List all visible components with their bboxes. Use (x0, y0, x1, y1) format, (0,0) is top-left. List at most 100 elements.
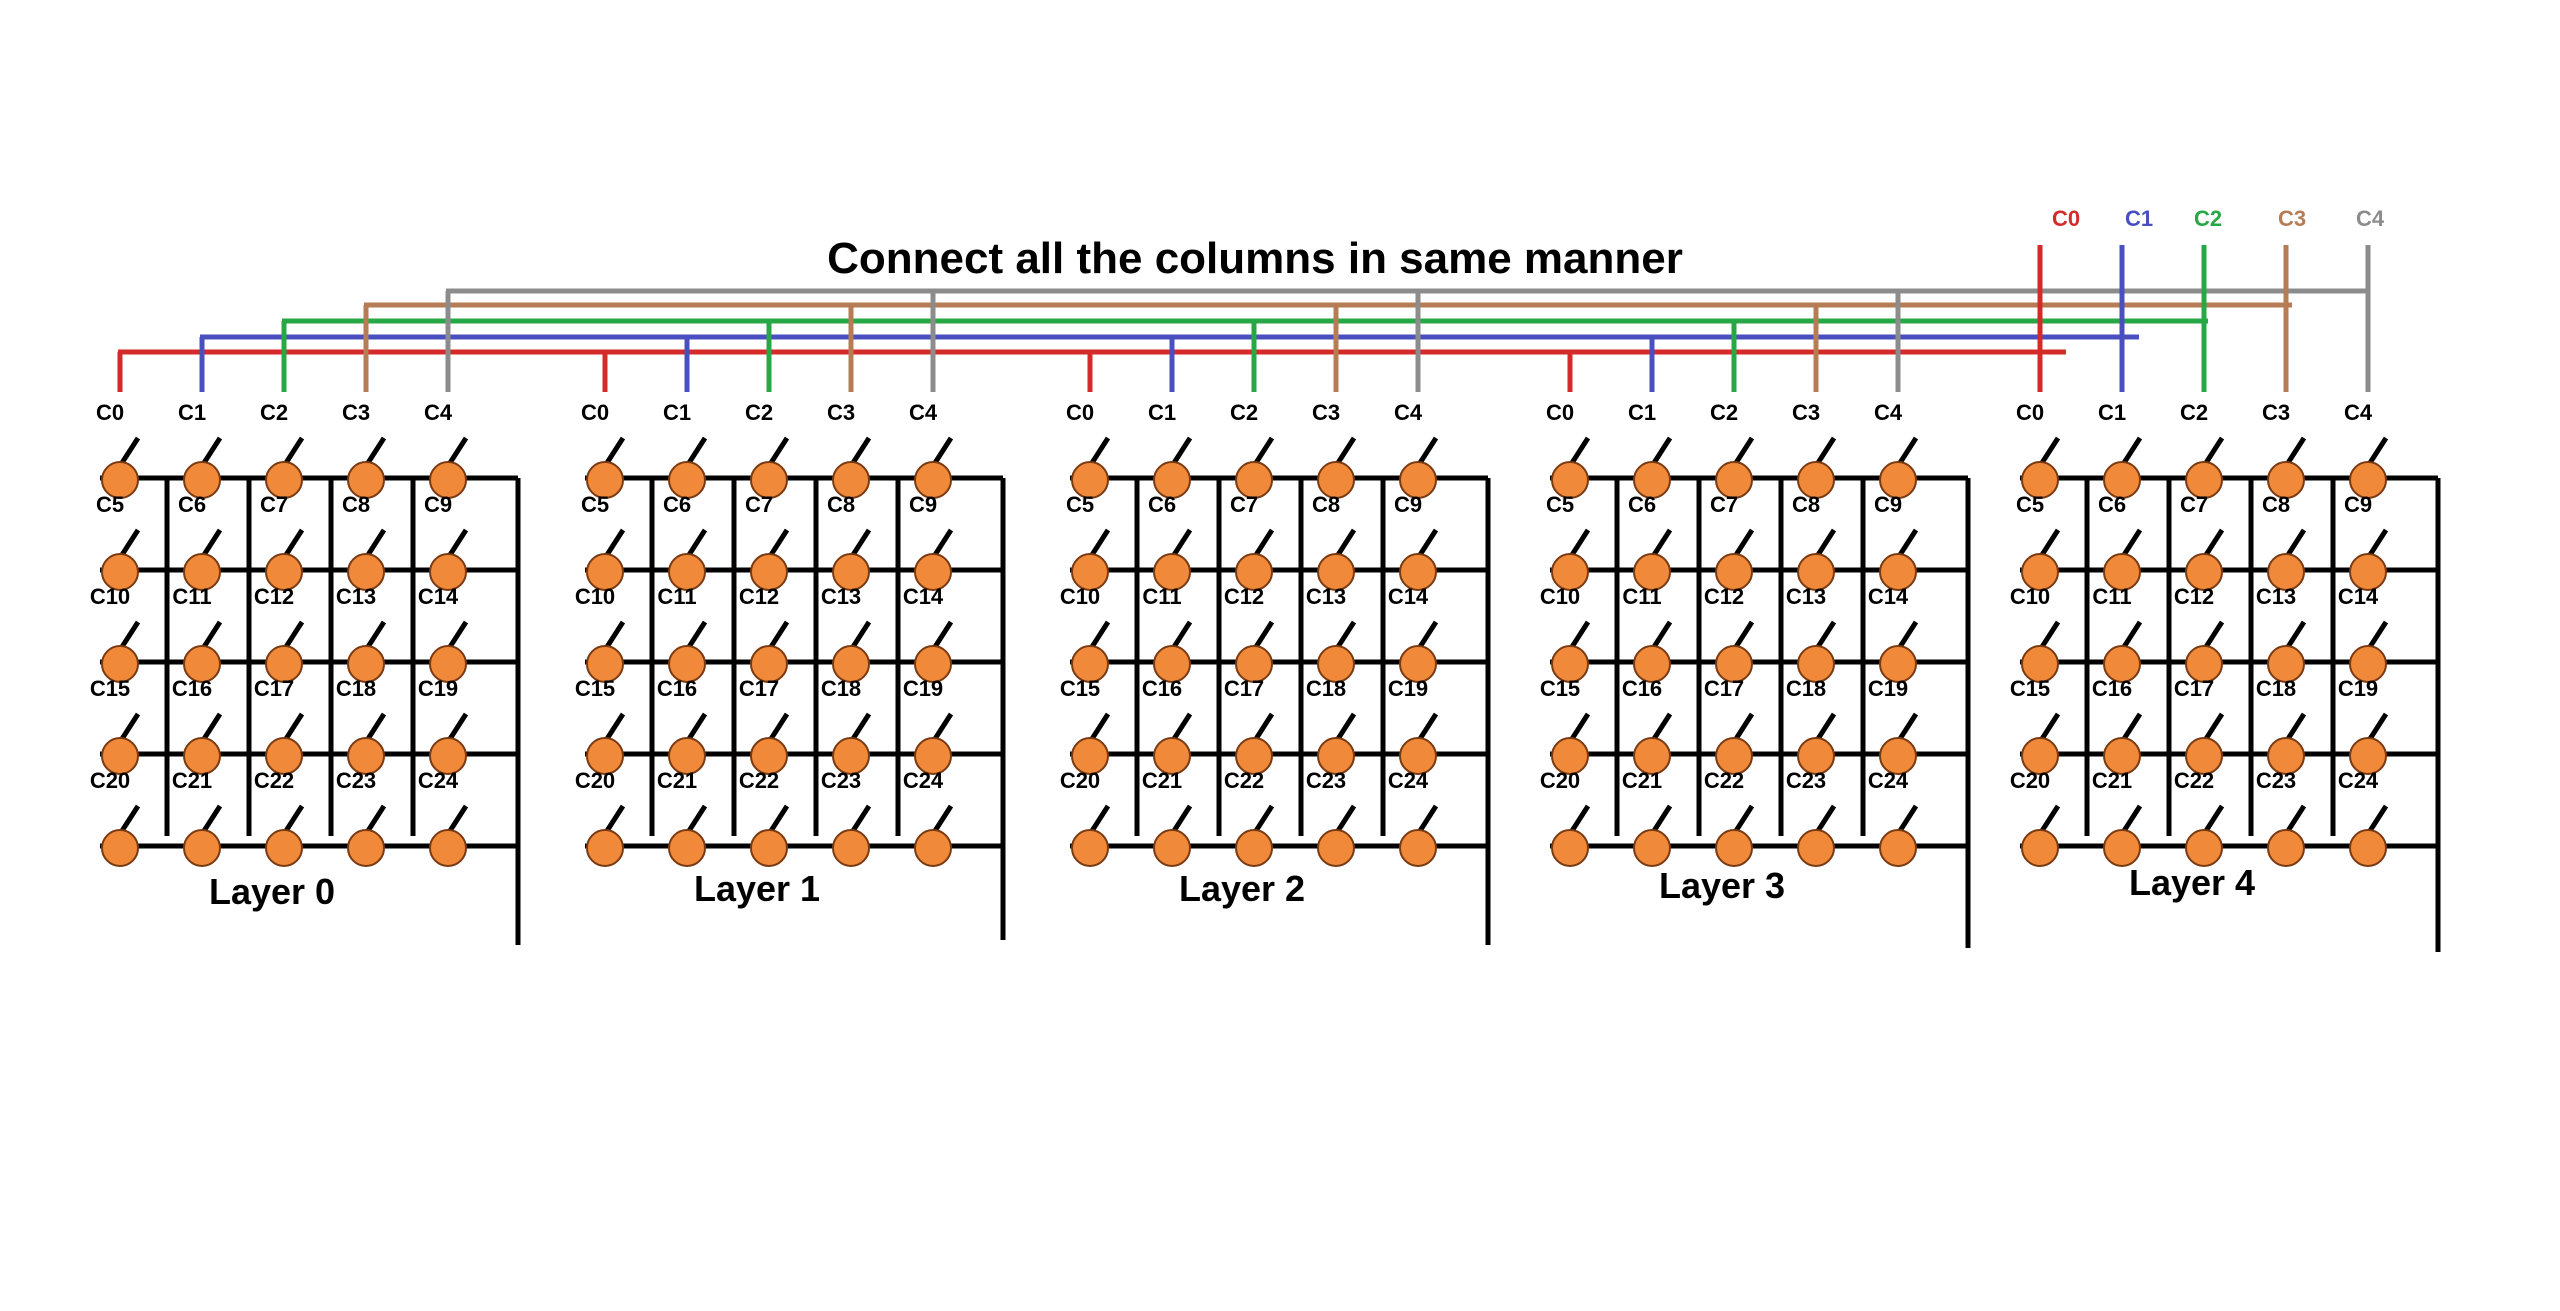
cell-label: C12 (254, 584, 294, 609)
led (668, 461, 706, 499)
led (914, 553, 952, 591)
cell-label: C1 (1628, 400, 1656, 425)
led (1153, 553, 1191, 591)
cell-label: C7 (2180, 492, 2208, 517)
led (101, 461, 139, 499)
led (1153, 461, 1191, 499)
led (2349, 829, 2387, 867)
cell-label: C9 (1874, 492, 1902, 517)
led (1879, 829, 1917, 867)
led (586, 461, 624, 499)
cell-label: C6 (178, 492, 206, 517)
cell-label: C23 (1306, 768, 1346, 793)
led (2267, 645, 2305, 683)
cell-label: C11 (1622, 584, 1661, 609)
led (1633, 829, 1671, 867)
diagram-title: Connect all the columns in same manner (827, 234, 1683, 283)
led (586, 737, 624, 775)
cell-label: C22 (1224, 768, 1264, 793)
led (1235, 645, 1273, 683)
layer-label: Layer 2 (1179, 868, 1305, 909)
led (1399, 829, 1437, 867)
cell-label: C4 (2344, 400, 2373, 425)
cell-label: C13 (2256, 584, 2296, 609)
led (2267, 737, 2305, 775)
cell-label: C14 (903, 584, 944, 609)
cell-label: C1 (2098, 400, 2126, 425)
cell-label: C0 (96, 400, 124, 425)
led (265, 737, 303, 775)
cell-label: C15 (1540, 676, 1580, 701)
cell-label: C12 (1704, 584, 1744, 609)
led (1633, 553, 1671, 591)
led (1399, 737, 1437, 775)
cell-label: C6 (663, 492, 691, 517)
cell-label: C5 (1546, 492, 1574, 517)
cell-label: C12 (739, 584, 779, 609)
led (1071, 645, 1109, 683)
led (1153, 645, 1191, 683)
cell-label: C18 (821, 676, 861, 701)
led (1551, 461, 1589, 499)
led (2267, 461, 2305, 499)
led (1551, 737, 1589, 775)
cell-label: C16 (1622, 676, 1662, 701)
cell-label: C12 (1224, 584, 1264, 609)
led (183, 461, 221, 499)
cell-label: C9 (909, 492, 937, 517)
cell-label: C13 (821, 584, 861, 609)
led (347, 829, 385, 867)
led (1715, 737, 1753, 775)
cell-label: C19 (1868, 676, 1908, 701)
cell-label: C6 (2098, 492, 2126, 517)
led (1715, 553, 1753, 591)
cell-label: C11 (657, 584, 696, 609)
cell-label: C14 (1388, 584, 1429, 609)
cell-label: C19 (1388, 676, 1428, 701)
led (668, 553, 706, 591)
led (429, 553, 467, 591)
led (914, 829, 952, 867)
led (668, 737, 706, 775)
cell-label: C15 (1060, 676, 1100, 701)
cell-label: C21 (1622, 768, 1662, 793)
cell-label: C18 (2256, 676, 2296, 701)
cell-label: C8 (827, 492, 855, 517)
led (1071, 461, 1109, 499)
led (2185, 737, 2223, 775)
led (347, 553, 385, 591)
cell-label: C8 (2262, 492, 2290, 517)
led (1797, 461, 1835, 499)
led (750, 829, 788, 867)
cell-label: C11 (2092, 584, 2131, 609)
led (832, 829, 870, 867)
cell-label: C8 (1312, 492, 1340, 517)
led (1071, 829, 1109, 867)
led (1551, 645, 1589, 683)
led (429, 737, 467, 775)
cell-label: C24 (1868, 768, 1909, 793)
cell-label: C1 (178, 400, 206, 425)
cell-label: C20 (1060, 768, 1100, 793)
cell-label: C4 (424, 400, 453, 425)
led (1633, 461, 1671, 499)
cell-label: C4 (909, 400, 938, 425)
led (2021, 461, 2059, 499)
cell-label: C7 (745, 492, 773, 517)
cell-label: C5 (1066, 492, 1094, 517)
led (1715, 645, 1753, 683)
led (914, 461, 952, 499)
cell-label: C18 (336, 676, 376, 701)
cell-label: C9 (1394, 492, 1422, 517)
cell-label: C13 (1786, 584, 1826, 609)
led (2185, 553, 2223, 591)
cell-label: C21 (1142, 768, 1182, 793)
led (1797, 829, 1835, 867)
cell-label: C8 (1792, 492, 1820, 517)
cell-label: C10 (2010, 584, 2050, 609)
cell-label: C4 (1394, 400, 1423, 425)
